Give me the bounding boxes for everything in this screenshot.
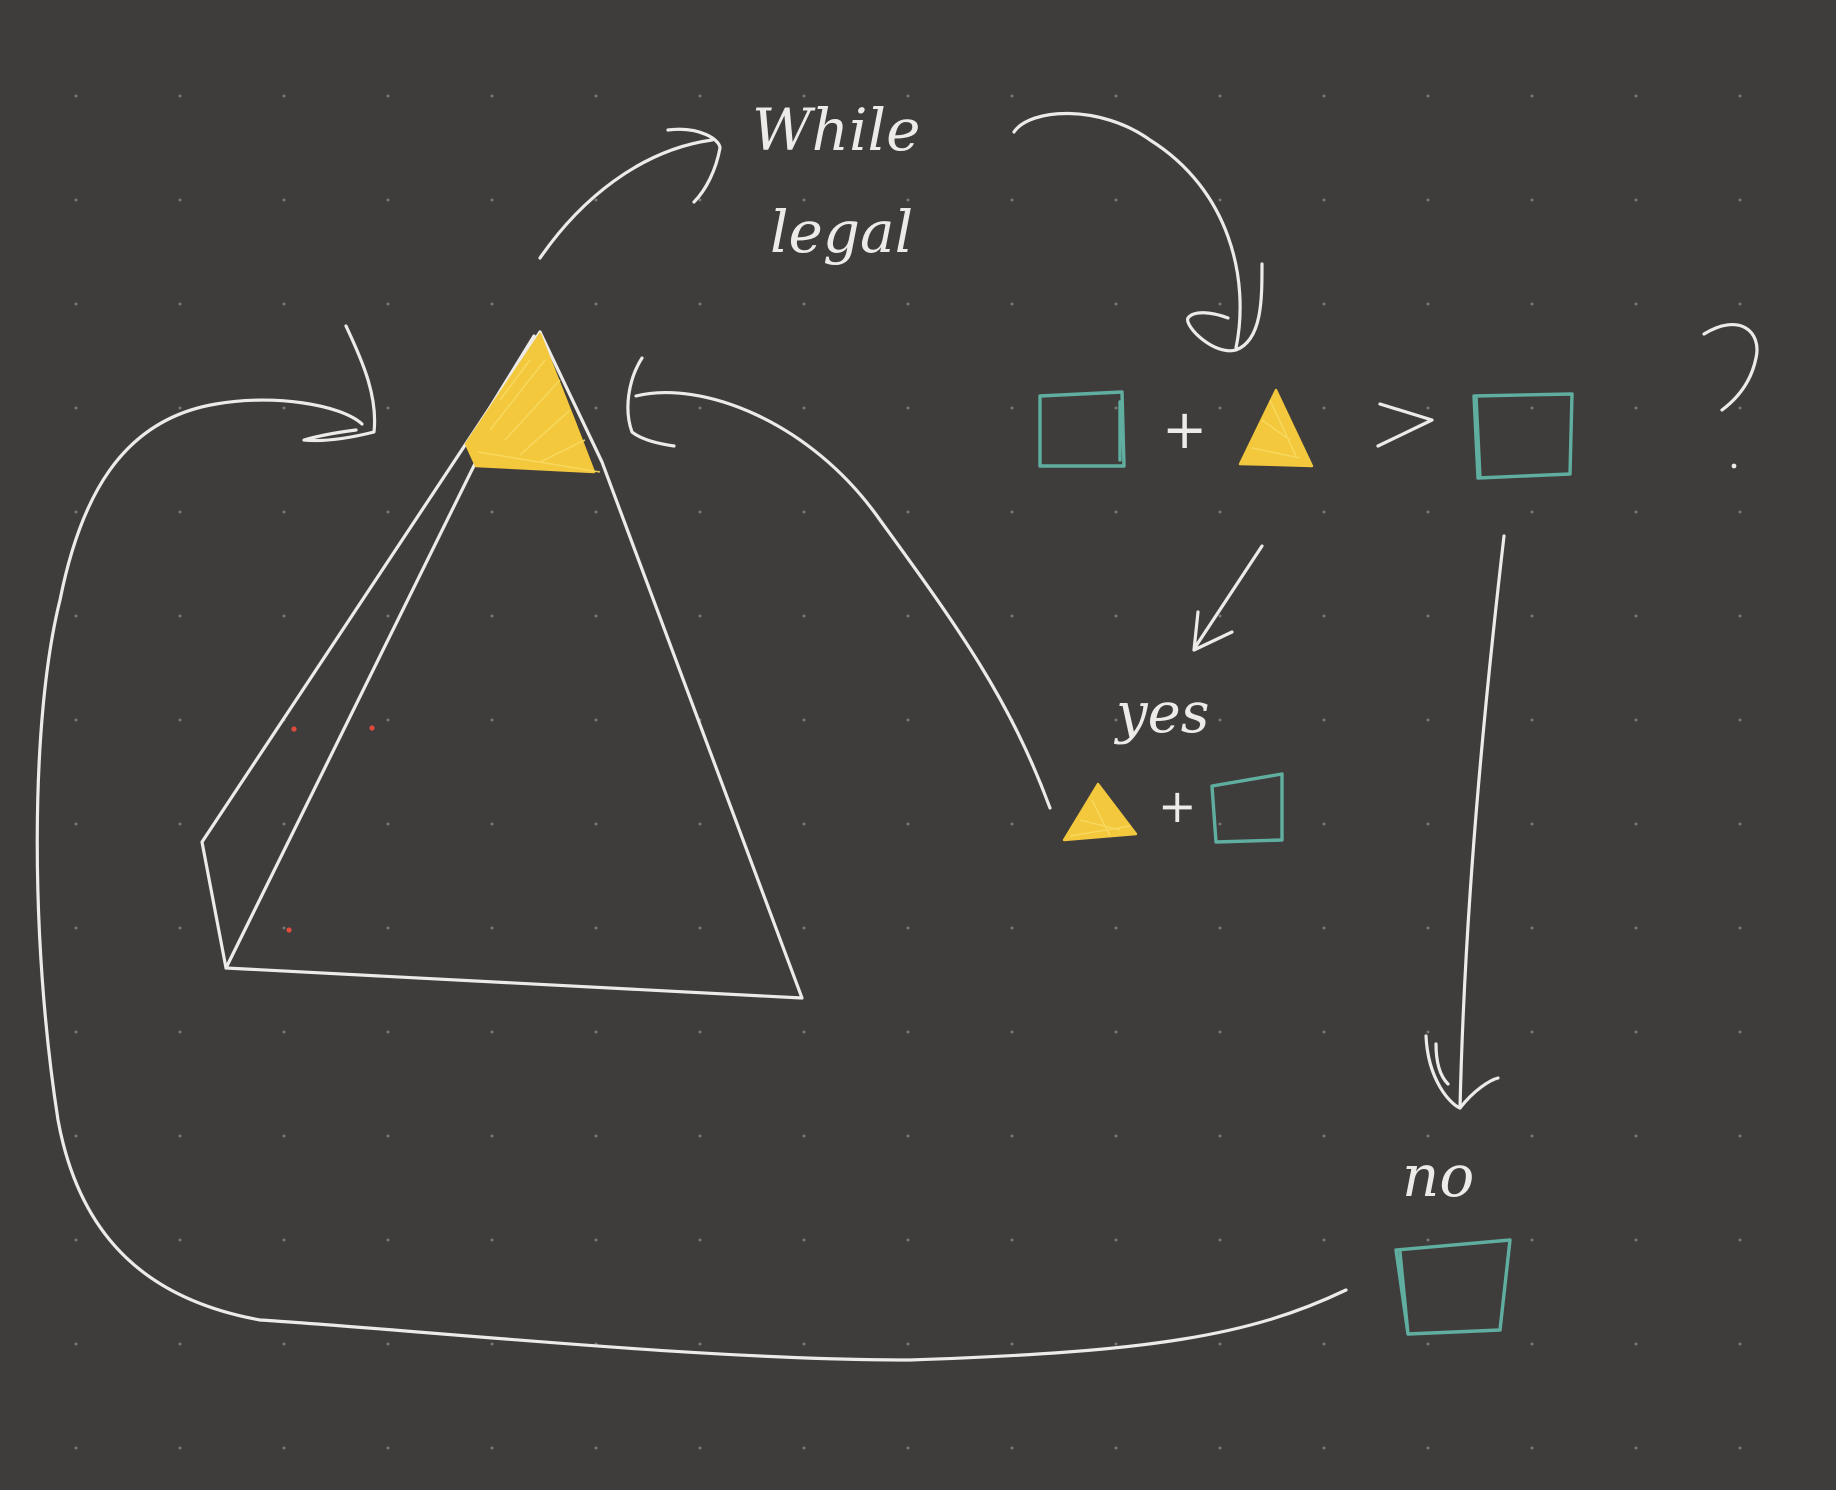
arrow-head bbox=[1186, 262, 1264, 353]
plus-sign: + bbox=[1158, 779, 1197, 833]
arrow-to-yes bbox=[1192, 544, 1264, 652]
arrow-head bbox=[1192, 610, 1234, 652]
square-icon bbox=[1394, 1238, 1512, 1336]
red-dot bbox=[291, 726, 297, 732]
triangle-icon bbox=[1238, 388, 1314, 468]
arrow-line bbox=[634, 391, 1052, 810]
red-dot bbox=[286, 927, 292, 933]
arrow-to-while bbox=[538, 127, 722, 260]
yes-label: yes bbox=[1113, 681, 1210, 746]
pyramid-apex-fill bbox=[464, 332, 596, 474]
apex-hatching bbox=[477, 359, 601, 473]
square-icon bbox=[1472, 392, 1574, 480]
equation: + bbox=[1038, 322, 1759, 480]
no-label: no bbox=[1402, 1142, 1474, 1210]
arrow-line bbox=[1458, 534, 1506, 1110]
plus-sign: + bbox=[1162, 398, 1207, 461]
arrow-yes-to-pyramid bbox=[626, 356, 1052, 810]
question-mark-dot bbox=[1731, 463, 1737, 469]
legal-label: legal bbox=[770, 198, 913, 266]
arrow-to-no bbox=[1424, 534, 1506, 1110]
while-label: While bbox=[752, 96, 920, 164]
arrow-line bbox=[538, 138, 714, 260]
arrow-head bbox=[626, 356, 676, 448]
square-icon bbox=[1038, 390, 1126, 468]
question-mark bbox=[1702, 322, 1759, 412]
pyramid-outline bbox=[200, 330, 804, 1000]
greater-sign bbox=[1376, 402, 1434, 448]
triangle-icon bbox=[1062, 782, 1138, 842]
arrow-head bbox=[666, 127, 722, 204]
arrow-line bbox=[35, 398, 1348, 1362]
arrow-to-equation bbox=[1012, 111, 1264, 353]
arrow-line bbox=[1012, 111, 1242, 350]
arrow-no-to-pyramid bbox=[35, 324, 1348, 1362]
arrow-head bbox=[1424, 1034, 1500, 1110]
arrow-head bbox=[302, 324, 377, 443]
pyramid bbox=[200, 330, 804, 1000]
arrow-line bbox=[1194, 544, 1264, 648]
square-icon bbox=[1210, 772, 1284, 844]
yes-result: + bbox=[1062, 772, 1284, 844]
red-dot bbox=[369, 725, 375, 731]
